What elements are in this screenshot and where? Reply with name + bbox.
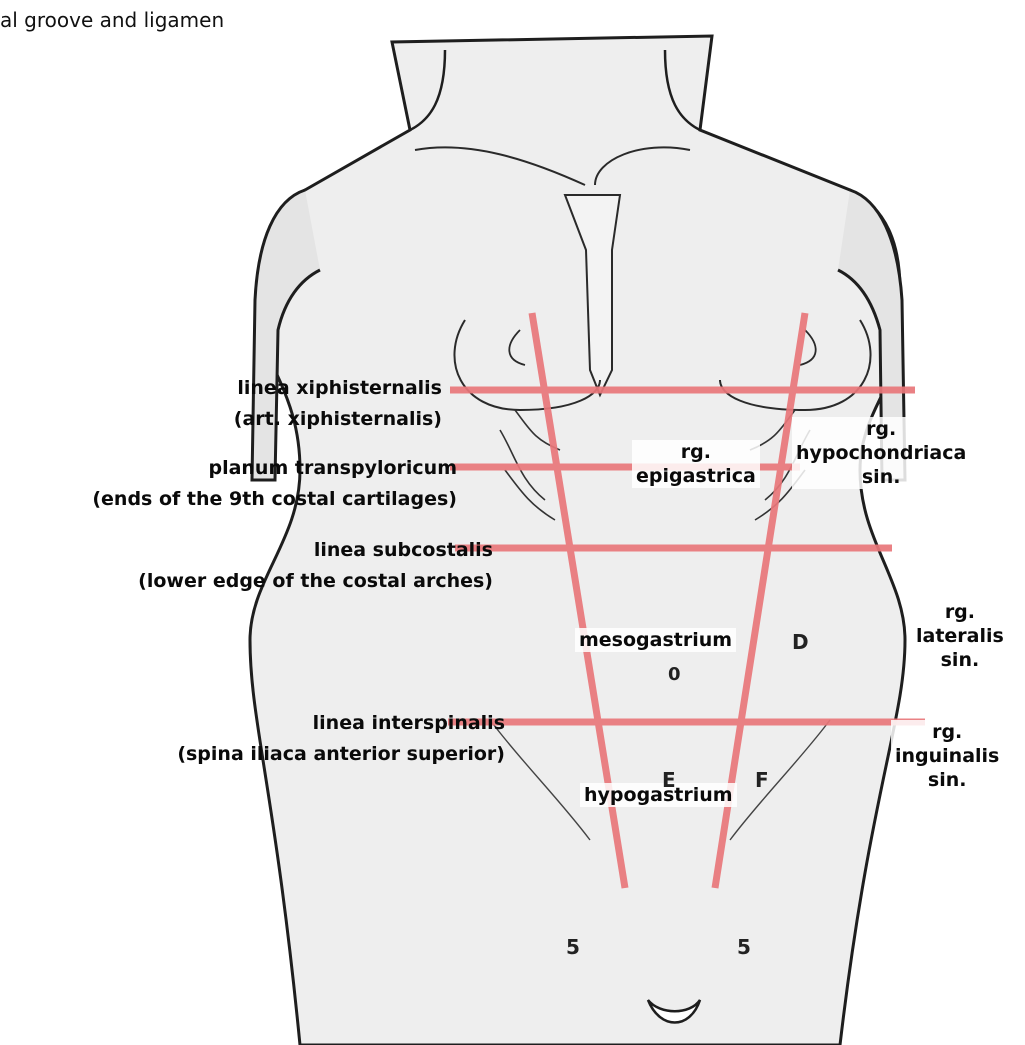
- label-line-name: linea interspinalis: [177, 711, 505, 735]
- letter-f: F: [755, 768, 769, 792]
- region-hypochondriaca-line3: sin.: [796, 465, 966, 489]
- letter-five-right: 5: [737, 935, 751, 959]
- region-inguinalis-line2: inguinalis: [895, 744, 999, 768]
- region-lateralis: rg. lateralis sin.: [912, 600, 1008, 672]
- label-line-note: (art. xiphisternalis): [234, 407, 442, 431]
- region-lateralis-line1: rg.: [916, 600, 1004, 624]
- region-mesogastrium-line1: mesogastrium: [579, 628, 732, 652]
- region-hypochondriaca-line2: hypochondriaca: [796, 441, 966, 465]
- region-epigastrica-line1: rg.: [636, 440, 756, 464]
- label-line-name: linea xiphisternalis: [234, 376, 442, 400]
- region-inguinalis: rg. inguinalis sin.: [891, 720, 1003, 792]
- label-line-note: (lower edge of the costal arches): [138, 569, 493, 593]
- letter-d: D: [792, 630, 809, 654]
- label-linea-subcostalis: linea subcostalis (lower edge of the cos…: [138, 538, 493, 593]
- letter-zero: 0: [668, 664, 681, 685]
- region-hypogastrium: hypogastrium: [580, 783, 737, 807]
- letter-five-left: 5: [566, 935, 580, 959]
- label-line-name: linea subcostalis: [138, 538, 493, 562]
- region-hypochondriaca-line1: rg.: [796, 417, 966, 441]
- label-linea-interspinalis: linea interspinalis (spina iliaca anteri…: [177, 711, 505, 766]
- letter-e: E: [662, 768, 676, 792]
- region-lateralis-line3: sin.: [916, 648, 1004, 672]
- region-inguinalis-line1: rg.: [895, 720, 999, 744]
- region-inguinalis-line3: sin.: [895, 768, 999, 792]
- label-line-note: (ends of the 9th costal cartilages): [92, 487, 457, 511]
- region-epigastrica-line2: epigastrica: [636, 464, 756, 488]
- region-mesogastrium: mesogastrium: [575, 628, 736, 652]
- region-lateralis-line2: lateralis: [916, 624, 1004, 648]
- label-planum-transpyloricum: planum transpyloricum (ends of the 9th c…: [92, 456, 457, 511]
- region-epigastrica: rg. epigastrica: [632, 440, 760, 488]
- label-line-note: (spina iliaca anterior superior): [177, 742, 505, 766]
- region-hypochondriaca: rg. hypochondriaca sin.: [792, 417, 970, 489]
- label-linea-xiphisternalis: linea xiphisternalis (art. xiphisternali…: [234, 376, 442, 431]
- region-hypogastrium-line1: hypogastrium: [584, 783, 733, 807]
- label-line-name: planum transpyloricum: [92, 456, 457, 480]
